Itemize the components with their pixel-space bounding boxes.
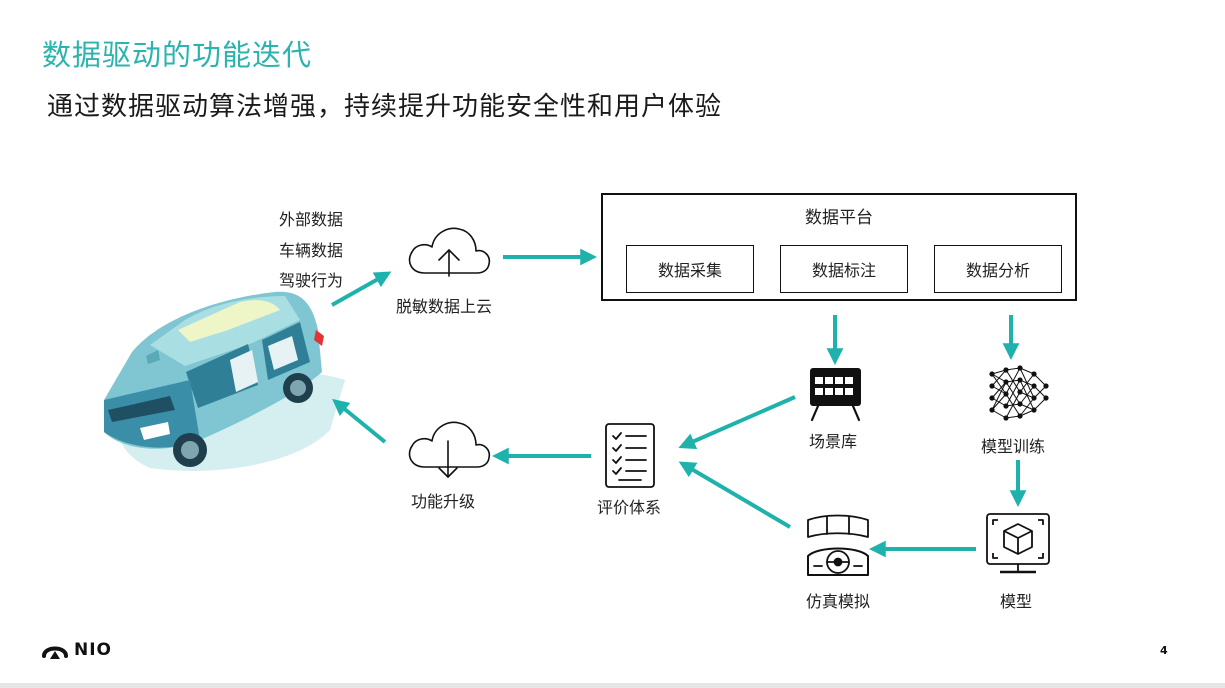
arrow-scenario-to-evaluation	[678, 395, 796, 449]
source-external-data: 外部数据	[279, 210, 344, 229]
neural-network-icon	[989, 365, 1049, 421]
storyboard-icon	[810, 368, 861, 422]
nio-logo: NIO	[42, 640, 112, 660]
source-driving-behavior: 驾驶行为	[279, 271, 344, 290]
label-scenario-library: 场景库	[809, 432, 858, 451]
cloud-download-icon	[408, 421, 491, 478]
driving-simulator-icon	[807, 514, 869, 576]
module-data-analysis: 数据分析	[934, 245, 1062, 293]
label-model-training: 模型训练	[981, 437, 1046, 456]
module-data-labeling: 数据标注	[780, 245, 908, 293]
source-vehicle-data: 车辆数据	[279, 241, 344, 260]
label-function-upgrade: 功能升级	[411, 492, 476, 511]
module-data-collection: 数据采集	[626, 245, 754, 293]
page-number: 4	[1160, 644, 1168, 657]
label-model: 模型	[1000, 592, 1033, 611]
nio-logo-text: NIO	[74, 640, 113, 660]
arrow-upgrade-to-car	[332, 398, 387, 444]
bottom-divider	[0, 683, 1225, 688]
car-illustration	[104, 291, 346, 471]
slide-subtitle: 通过数据驱动算法增强，持续提升功能安全性和用户体验	[47, 92, 723, 122]
slide-title: 数据驱动的功能迭代	[42, 38, 313, 72]
cloud-upload-icon	[408, 227, 491, 277]
label-data-upload: 脱敏数据上云	[396, 297, 493, 316]
arrow-car-to-cloud	[331, 271, 392, 307]
data-platform-box: 数据平台 数据采集 数据标注 数据分析	[601, 193, 1077, 301]
model-monitor-icon	[986, 513, 1050, 574]
nio-logo-icon	[42, 646, 68, 659]
checklist-icon	[605, 423, 655, 488]
arrow-simulation-to-evaluation	[678, 461, 792, 529]
data-platform-title: 数据平台	[805, 208, 873, 228]
label-evaluation-system: 评价体系	[597, 498, 662, 517]
label-simulation: 仿真模拟	[806, 592, 871, 611]
